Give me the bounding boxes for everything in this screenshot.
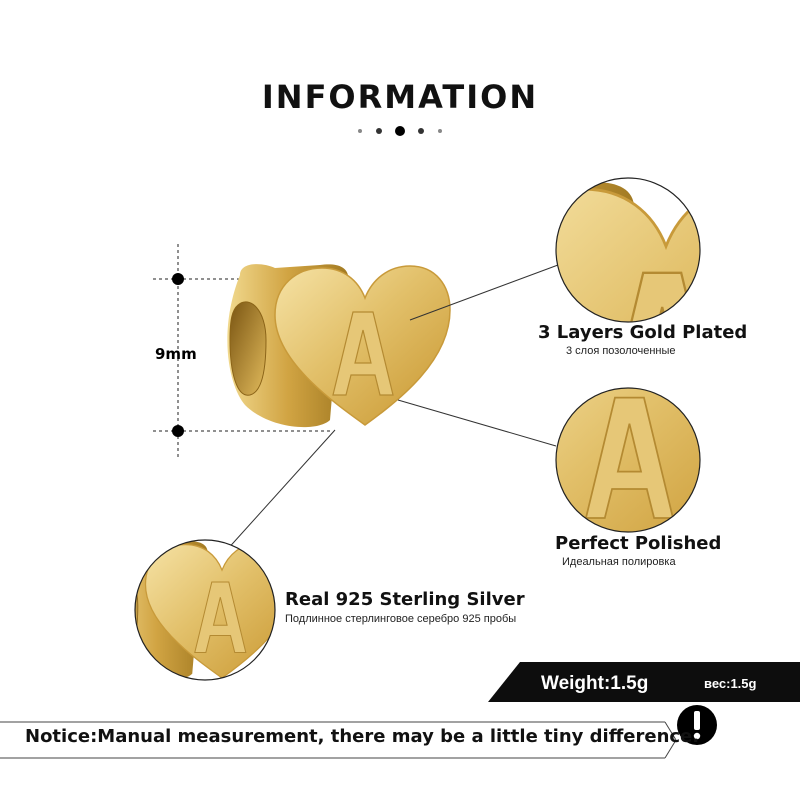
dot-4 bbox=[418, 128, 424, 134]
connector-silver bbox=[224, 429, 336, 553]
connector-polished bbox=[397, 399, 557, 447]
dot-1 bbox=[358, 129, 362, 133]
feature-gold-plated-subtitle: 3 слоя позолоченные bbox=[566, 345, 676, 357]
exclamation-icon bbox=[677, 705, 717, 745]
zoom-silver bbox=[135, 540, 275, 680]
dot-5 bbox=[438, 129, 442, 133]
feature-silver-subtitle: Подлинное стерлинговое серебро 925 пробы bbox=[285, 613, 517, 625]
dimension-top-marker bbox=[172, 273, 184, 285]
notice-text: Notice:Manual measurement, there may be … bbox=[25, 726, 700, 747]
dot-3-active bbox=[395, 126, 405, 136]
weight-label-ru: вес:1.5g bbox=[704, 676, 757, 691]
feature-polished-title: Perfect Polished bbox=[555, 533, 722, 554]
feature-silver-title: Real 925 Sterling Silver bbox=[285, 589, 525, 610]
zoom-gold-plated bbox=[556, 178, 700, 322]
zoom-polished bbox=[556, 388, 700, 532]
page-title: INFORMATION bbox=[261, 78, 539, 116]
weight-bar-bg bbox=[488, 662, 800, 702]
dimension-bottom-marker bbox=[172, 425, 184, 437]
connector-gold-plated bbox=[409, 264, 559, 321]
feature-polished-subtitle: Идеальная полировка bbox=[562, 556, 676, 568]
heart-bead-image bbox=[226, 263, 451, 428]
dot-2 bbox=[376, 128, 382, 134]
dimension-label: 9mm bbox=[155, 345, 197, 363]
weight-label: Weight:1.5g bbox=[541, 673, 649, 694]
carousel-dots bbox=[358, 126, 442, 136]
feature-gold-plated-title: 3 Layers Gold Plated bbox=[538, 322, 748, 343]
